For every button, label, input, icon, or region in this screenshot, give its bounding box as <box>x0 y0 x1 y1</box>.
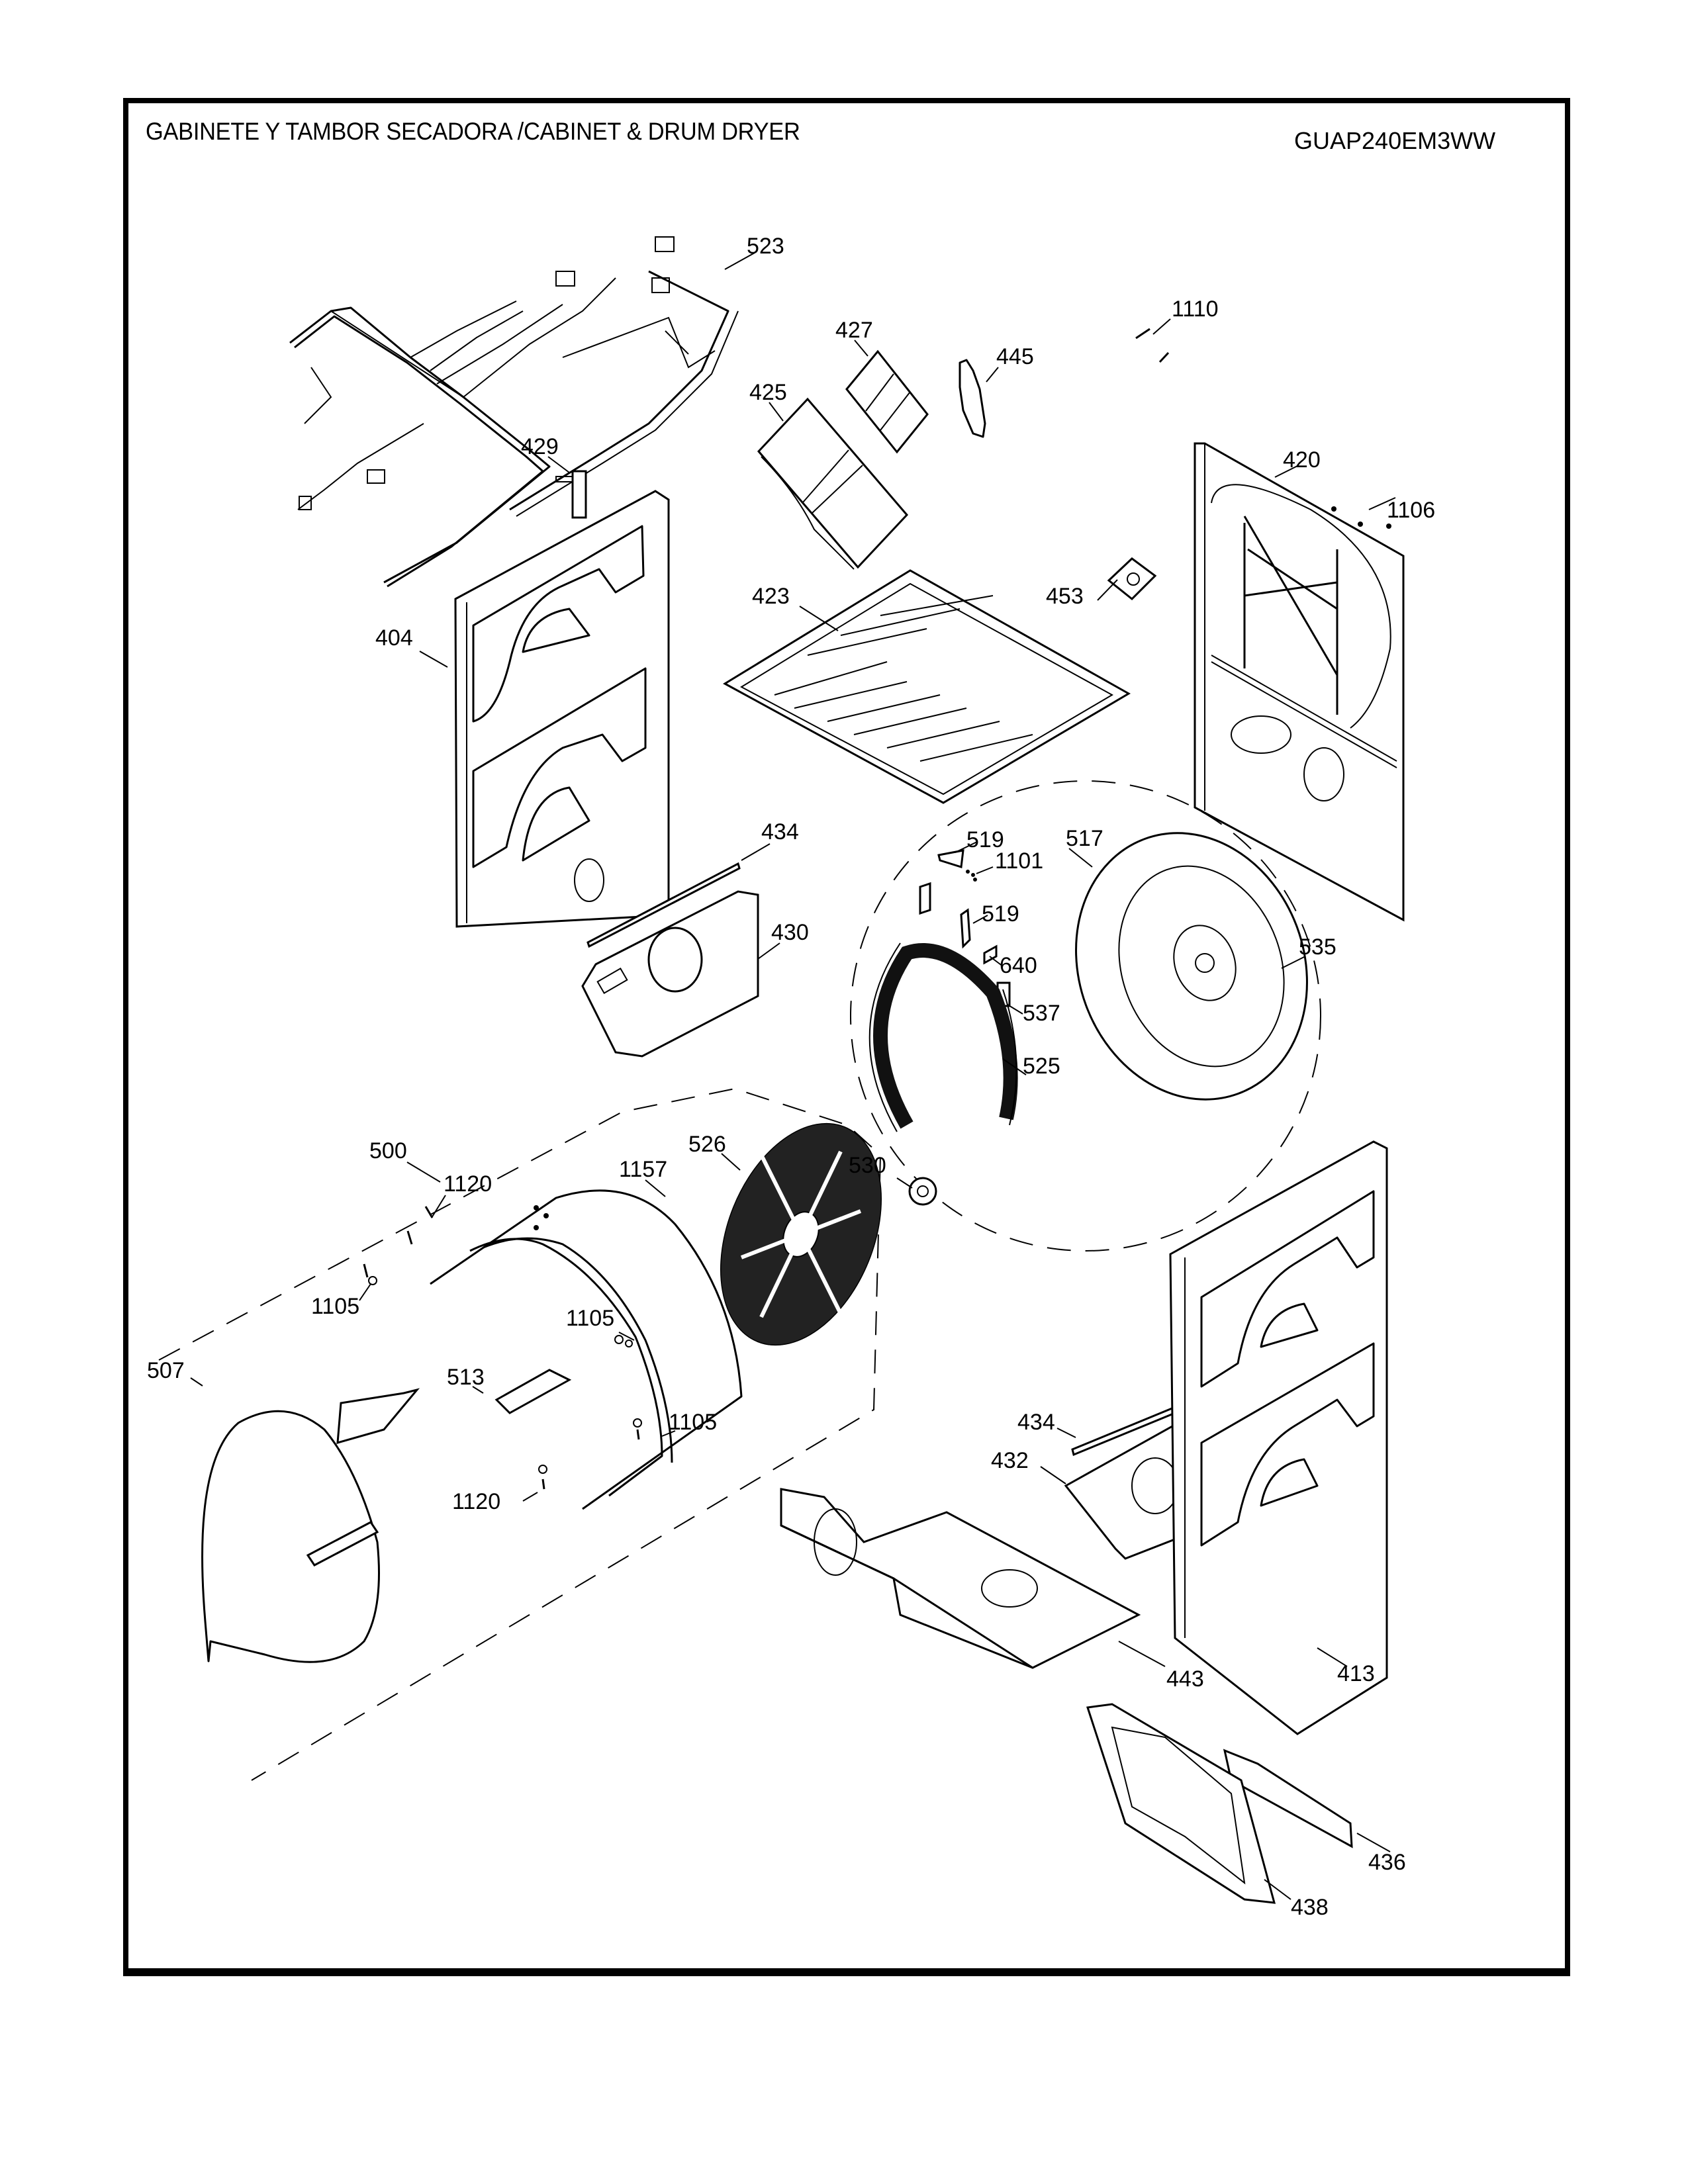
label-404: 404 <box>375 625 413 651</box>
label-519-lower: 519 <box>982 901 1019 927</box>
part-1105-washer-middle[interactable] <box>614 1332 635 1347</box>
part-1157-screw[interactable] <box>534 1179 666 1230</box>
part-423-top-cover[interactable] <box>723 569 1131 804</box>
label-445: 445 <box>996 344 1034 369</box>
part-labels: 523 1110 427 445 425 429 420 1106 404 42… <box>147 234 1435 1920</box>
label-537: 537 <box>1023 1001 1060 1026</box>
label-523: 523 <box>747 234 784 259</box>
part-523-wire-harness[interactable] <box>289 236 755 588</box>
part-500-drum-assembly[interactable] <box>406 1161 743 1510</box>
label-525: 525 <box>1023 1054 1060 1079</box>
part-535-bulkhead-assembly[interactable] <box>1281 956 1306 969</box>
part-427-panel[interactable] <box>845 340 929 454</box>
drum-group-outline <box>158 1087 882 1781</box>
label-517: 517 <box>1066 826 1103 851</box>
label-530: 530 <box>849 1153 886 1178</box>
part-1101-screw[interactable] <box>966 866 994 882</box>
label-425: 425 <box>749 380 787 405</box>
part-425-top-panel[interactable] <box>757 397 909 570</box>
label-427: 427 <box>835 318 873 343</box>
part-507-drum-front[interactable] <box>190 1377 380 1663</box>
diagram-title: GABINETE Y TAMBOR SECADORA /CABINET & DR… <box>146 118 800 145</box>
label-1105-lower: 1105 <box>669 1410 717 1435</box>
part-430-front-bracket[interactable] <box>581 890 780 1058</box>
part-453-bracket[interactable] <box>1097 557 1157 601</box>
label-443: 443 <box>1166 1666 1204 1692</box>
part-432-rear-bracket[interactable] <box>1040 1421 1186 1560</box>
part-1110-screw[interactable] <box>1135 318 1171 363</box>
label-434-lower: 434 <box>1017 1410 1055 1435</box>
label-535: 535 <box>1299 934 1336 960</box>
label-1120-upper: 1120 <box>444 1171 492 1197</box>
label-507: 507 <box>147 1358 185 1383</box>
part-404-side-panel-left[interactable] <box>419 490 670 928</box>
part-517-rear-bulkhead[interactable] <box>1039 800 1344 1132</box>
label-429: 429 <box>521 434 559 459</box>
part-513-baffle[interactable] <box>306 1369 572 1567</box>
part-1120-screw-upper[interactable] <box>406 1195 446 1245</box>
diagram-frame <box>123 98 1570 1976</box>
part-429-terminal-block[interactable] <box>547 456 587 519</box>
label-438: 438 <box>1291 1895 1329 1920</box>
part-519-clip-upper[interactable] <box>937 841 978 868</box>
label-526: 526 <box>688 1132 726 1157</box>
label-1101: 1101 <box>995 848 1043 874</box>
part-1106-screw[interactable] <box>1331 497 1396 529</box>
label-519-upper: 519 <box>966 827 1004 852</box>
label-513: 513 <box>447 1365 485 1390</box>
heater-group-outline <box>850 780 1321 1251</box>
label-1106: 1106 <box>1387 498 1435 523</box>
part-525-heater[interactable] <box>868 942 1027 1132</box>
part-530-bearing[interactable] <box>896 1177 937 1206</box>
part-519-clip-lower[interactable] <box>919 882 988 949</box>
label-1105-left: 1105 <box>311 1294 359 1319</box>
label-1110: 1110 <box>1172 296 1219 322</box>
label-453: 453 <box>1046 584 1084 609</box>
part-434-strip-upper[interactable] <box>586 843 771 948</box>
part-640-bracket[interactable] <box>983 944 1004 967</box>
label-1157: 1157 <box>619 1157 667 1182</box>
part-443-base[interactable] <box>780 1488 1166 1669</box>
model-number: GUAP240EM3WW <box>1294 127 1496 154</box>
part-413-side-panel-right[interactable] <box>1169 1140 1388 1735</box>
part-1120-screw-lower[interactable] <box>522 1465 547 1502</box>
label-1105-middle: 1105 <box>566 1306 614 1331</box>
label-434-upper: 434 <box>761 819 799 844</box>
label-436: 436 <box>1368 1850 1406 1875</box>
label-423: 423 <box>752 584 790 609</box>
part-1105-washer-lower[interactable] <box>633 1418 676 1440</box>
label-430: 430 <box>771 920 809 945</box>
part-445-bracket[interactable] <box>959 359 999 438</box>
part-420-rear-panel[interactable] <box>1194 442 1405 922</box>
label-1120-lower: 1120 <box>452 1489 500 1514</box>
label-413: 413 <box>1337 1661 1375 1686</box>
part-526-drum-rear-screen[interactable] <box>690 1100 912 1369</box>
label-432: 432 <box>991 1448 1029 1473</box>
label-500: 500 <box>369 1138 407 1163</box>
label-420: 420 <box>1283 447 1321 473</box>
label-640: 640 <box>1000 953 1037 978</box>
part-1105-washer-left[interactable] <box>359 1263 377 1301</box>
part-438-access-panel[interactable] <box>1086 1703 1291 1904</box>
